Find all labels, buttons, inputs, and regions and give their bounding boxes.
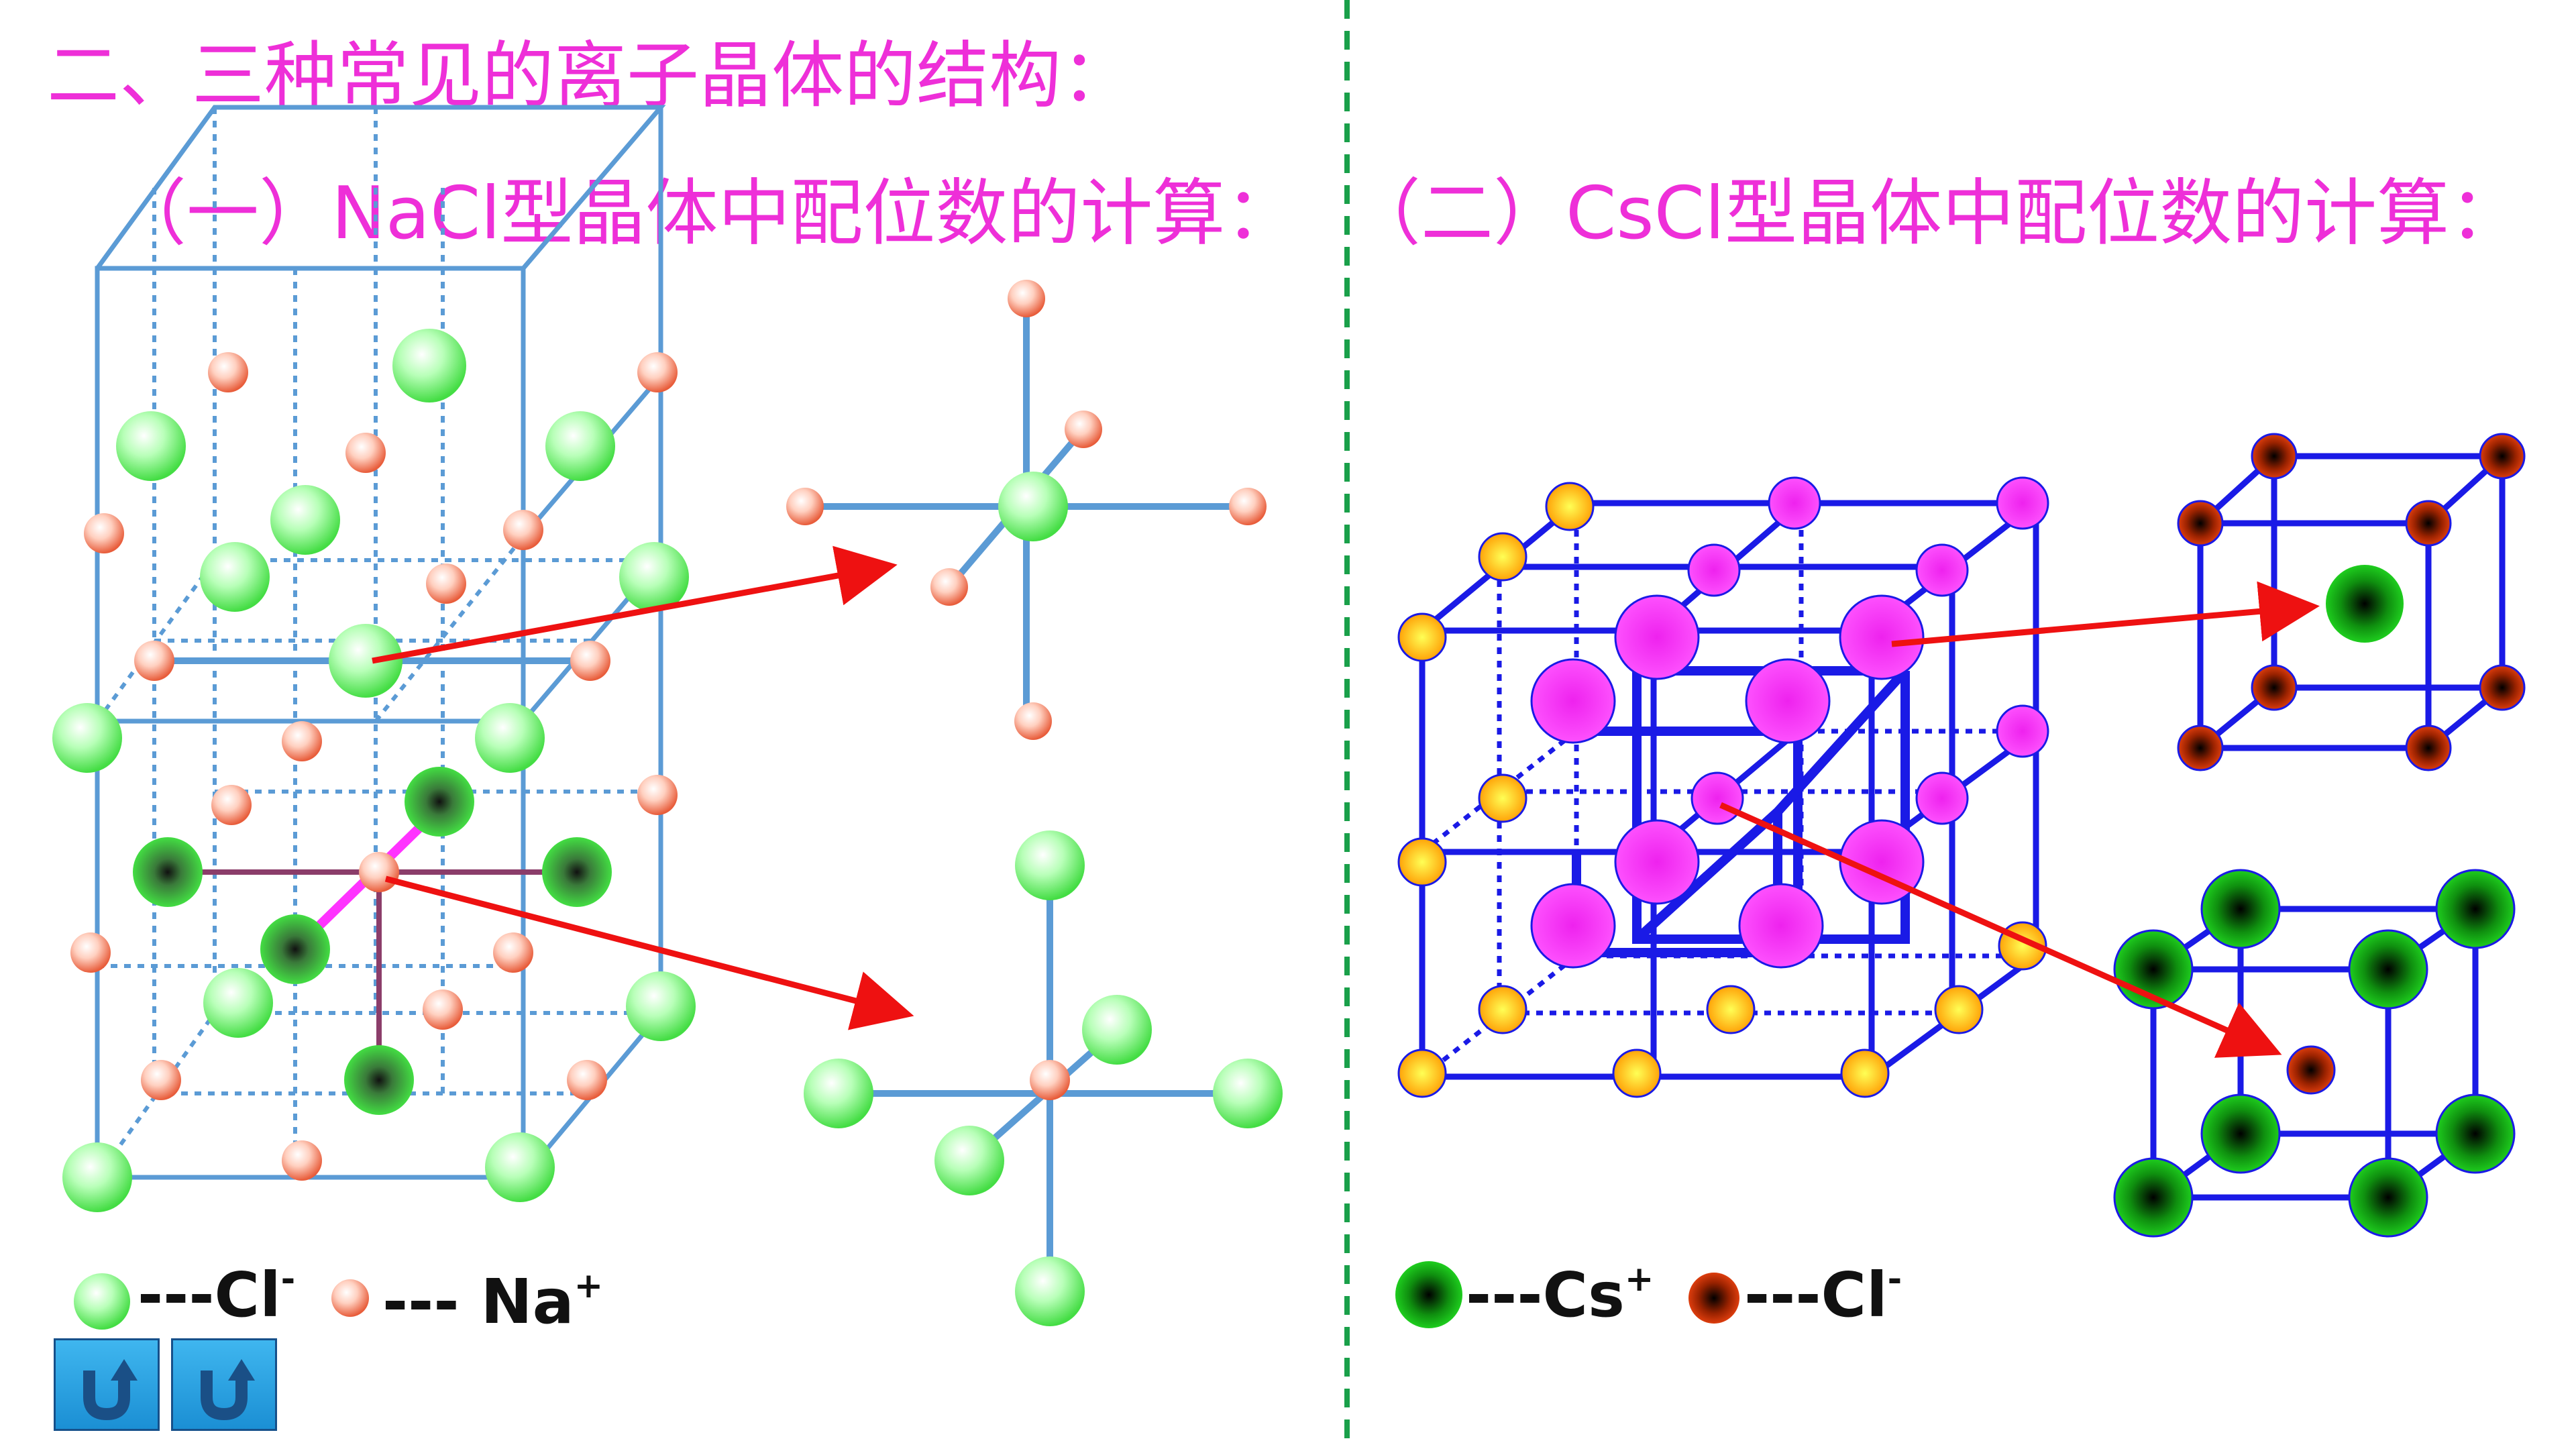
cscl-pink-ions <box>1530 476 2049 969</box>
return-button-2[interactable] <box>171 1338 277 1431</box>
cscl-cl-coordination <box>2113 869 2516 1238</box>
nacl-na-coordination <box>804 830 1283 1326</box>
legend-cscl-cl-label: ---Cl <box>1744 1259 1888 1331</box>
legend-cl-dark-icon <box>1688 1273 1739 1324</box>
legend-cscl-cl-charge: - <box>1887 1259 1902 1299</box>
legend-cl-green-icon <box>74 1273 130 1330</box>
legend-cscl-cs-label: ---Cs <box>1466 1259 1625 1331</box>
nacl-arrow-upper <box>372 545 898 664</box>
return-arrow-icon <box>83 1359 138 1421</box>
legend-nacl-cl: ---Cl- <box>138 1262 295 1326</box>
legend-cs-icon <box>1395 1261 1462 1328</box>
cscl-orange-ions <box>1397 482 2047 1098</box>
legend-nacl-na: --- Na+ <box>382 1269 603 1333</box>
nacl-arrow-lower <box>384 875 914 1030</box>
legend-cscl-cs-charge: + <box>1624 1259 1654 1299</box>
legend-nacl-cl-charge: - <box>280 1259 296 1299</box>
cscl-section-title: （二）CsCl型晶体中配位数的计算： <box>1348 172 2522 256</box>
cscl-arrow-lower <box>1719 802 2282 1058</box>
return-button-1[interactable] <box>54 1338 160 1431</box>
cscl-arrow-upper <box>1891 581 2320 647</box>
page-title: 二、三种常见的离子晶体的结构： <box>47 34 1134 118</box>
legend-na-icon <box>331 1279 369 1317</box>
nacl-section-title: （一）NaCl型晶体中配位数的计算： <box>114 172 1298 256</box>
legend-nacl-na-label: --- Na <box>382 1266 574 1338</box>
nacl-cl-coordination <box>786 280 1267 740</box>
legend-nacl-na-charge: + <box>574 1266 604 1306</box>
legend-cscl-cl: ---Cl- <box>1744 1262 1902 1326</box>
cscl-cs-coordination <box>2177 433 2526 771</box>
legend-cscl-cs: ---Cs+ <box>1466 1262 1654 1326</box>
legend-nacl-cl-label: ---Cl <box>138 1259 281 1331</box>
nacl-cl-ions <box>52 329 696 1212</box>
return-arrow-icon <box>201 1359 255 1421</box>
